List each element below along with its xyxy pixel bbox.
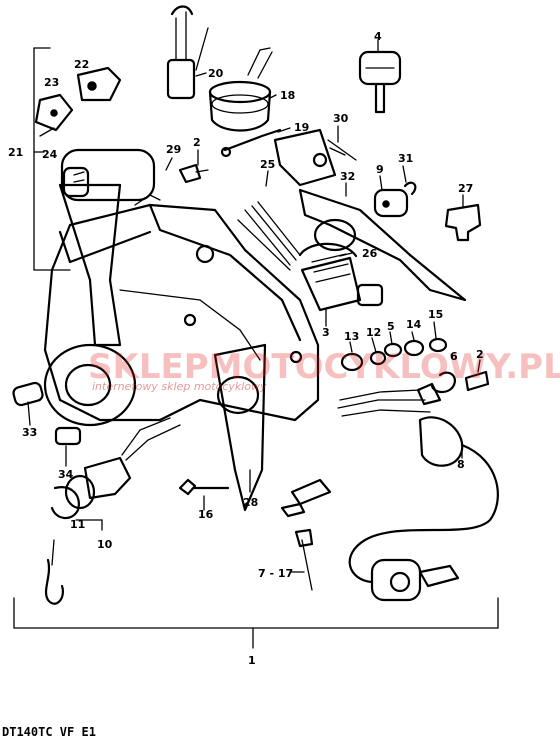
watermark-tagline: internetowy sklep motocyklowy — [92, 380, 267, 393]
bracket-27 — [444, 203, 482, 242]
callout-6: 6 — [450, 350, 458, 363]
callout-24: 24 — [42, 148, 58, 161]
block-34 — [54, 426, 82, 446]
small-block-9 — [373, 188, 409, 218]
callout-labels: 1 2 2 3 4 5 6 7 - 17 8 9 10 11 12 13 14 … — [8, 30, 484, 667]
cable-ends-28 — [280, 478, 332, 518]
callout-5: 5 — [387, 320, 395, 333]
bracket-22-23 — [34, 66, 122, 137]
callout-7-17: 7 - 17 — [258, 567, 293, 580]
block-33 — [12, 381, 44, 407]
harness-plug-20 — [166, 5, 209, 100]
wire-harness — [237, 201, 431, 417]
leader-lines — [13, 39, 499, 649]
watermark: SKLEPMOTOCYKLOWY.PL internetowy sklep mo… — [88, 347, 560, 393]
diagram-code: DT140TC VF E1 — [2, 725, 96, 739]
callout-13: 13 — [344, 330, 359, 343]
callout-11: 11 — [70, 518, 85, 531]
callout-14: 14 — [406, 318, 422, 331]
bolt-16 — [178, 478, 230, 496]
callout-30: 30 — [333, 112, 349, 125]
callout-34: 34 — [58, 468, 74, 481]
callout-31: 31 — [398, 152, 413, 165]
pin-30 — [327, 139, 357, 161]
watermark-brand: SKLEPMOTOCYKLOWY.PL — [88, 347, 560, 387]
callout-12: 12 — [366, 326, 381, 339]
callout-3: 3 — [322, 326, 330, 339]
callout-22: 22 — [74, 58, 89, 71]
callout-32: 32 — [340, 170, 355, 183]
callout-26: 26 — [362, 247, 378, 260]
key-4 — [358, 50, 402, 114]
callout-21: 21 — [8, 146, 23, 159]
cable-19 — [220, 128, 282, 158]
callout-23: 23 — [44, 76, 59, 89]
trim-switch-10-11 — [44, 417, 181, 605]
neutral-switch-area — [273, 128, 467, 302]
callout-9: 9 — [376, 163, 384, 176]
callout-2: 2 — [476, 348, 484, 361]
callout-29: 29 — [166, 143, 181, 156]
kill-switch-8 — [348, 416, 499, 602]
callout-28: 28 — [243, 496, 258, 509]
callout-16: 16 — [198, 508, 214, 521]
callout-4: 4 — [374, 30, 382, 43]
callout-27: 27 — [458, 182, 473, 195]
callout-19: 19 — [294, 121, 309, 134]
callout-18: 18 — [280, 89, 295, 102]
callout-25: 25 — [260, 158, 275, 171]
callout-2: 2 — [193, 136, 201, 149]
callout-10: 10 — [97, 538, 113, 551]
connector-top — [247, 47, 273, 79]
callout-1: 1 — [248, 654, 256, 667]
callout-20: 20 — [208, 67, 224, 80]
callout-15: 15 — [428, 308, 443, 321]
lever-handle — [43, 148, 267, 512]
ties-7-17 — [294, 528, 314, 591]
bolt-2-top — [178, 163, 209, 184]
grommet-18 — [208, 80, 272, 132]
switch-3-26 — [298, 242, 384, 312]
clip-31 — [403, 181, 417, 196]
callout-33: 33 — [22, 426, 37, 439]
callout-8: 8 — [457, 458, 465, 471]
nuts-washers — [340, 337, 490, 406]
